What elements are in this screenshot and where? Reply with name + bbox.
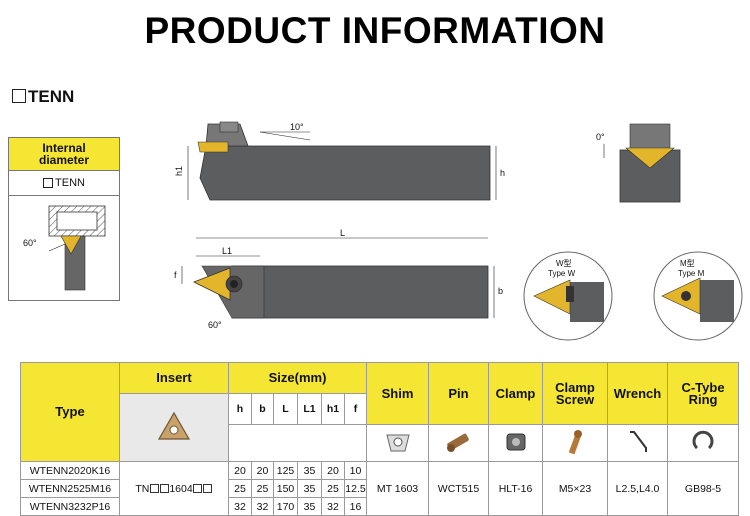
row3-h: 32 <box>228 497 252 516</box>
wrench-code: L2.5,L4.0 <box>607 461 669 516</box>
product-subtitle: TENN <box>12 87 74 107</box>
dimension-b-label: b <box>498 286 503 296</box>
ring-code: GB98-5 <box>667 461 740 516</box>
header-size: Size(mm) <box>227 362 368 394</box>
row2-h1: 25 <box>321 479 345 498</box>
insert-mid: 1604 <box>169 482 193 495</box>
row3-L: 170 <box>273 497 298 516</box>
subtitle-text: TENN <box>28 87 75 106</box>
ring-image <box>667 424 740 462</box>
square-symbol-icon <box>12 89 26 103</box>
tool-top-view: L L1 f b 60° <box>174 228 503 330</box>
type-m-cn-label: M型 <box>680 259 695 268</box>
category-heading: Internal diameter <box>9 138 119 171</box>
row2-L: 150 <box>273 479 298 498</box>
tool-end-view: 0° <box>596 123 681 203</box>
row3-L1: 35 <box>297 497 322 516</box>
approach-angle-label: 60° <box>208 320 222 330</box>
row2-L1: 35 <box>297 479 322 498</box>
clamp-icon <box>506 433 526 450</box>
end-angle-label: 0° <box>596 132 605 142</box>
dimension-h1-label: h1 <box>174 166 184 176</box>
pin-icon <box>446 433 469 452</box>
type-w-detail: W型 Type W <box>523 251 613 341</box>
header-clamp-screw-line2: Screw <box>555 391 595 407</box>
pin-image <box>428 424 490 462</box>
card-angle-label: 60° <box>23 238 37 248</box>
category-code: TENN <box>9 171 119 196</box>
dimension-h-label: h <box>500 168 505 178</box>
insert-code: TN 1604 <box>119 461 229 516</box>
header-insert: Insert <box>119 362 229 394</box>
clamp-screw-code: M5×23 <box>542 461 609 516</box>
screw-icon <box>568 429 583 454</box>
size-col-h1: h1 <box>321 393 345 425</box>
row1-type: WTENN2020K16 <box>20 461 120 480</box>
dimension-L1-label: L1 <box>222 246 232 256</box>
category-heading-line1: Internal <box>42 141 86 155</box>
clamp-code: HLT-16 <box>488 461 544 516</box>
type-m-label: Type M <box>678 269 705 278</box>
square-symbol-icon <box>43 178 54 188</box>
row2-b: 25 <box>251 479 274 498</box>
shim-code: MT 1603 <box>366 461 430 516</box>
category-card: Internal diameter TENN 60° <box>8 137 120 301</box>
rake-angle-label: 10° <box>290 122 304 132</box>
type-m-detail: M型 Type M <box>653 251 743 341</box>
row3-b: 32 <box>251 497 274 516</box>
dimension-L-label: L <box>340 228 345 238</box>
category-heading-line2: diameter <box>38 153 90 167</box>
row3-h1: 32 <box>321 497 345 516</box>
row2-type: WTENN2525M16 <box>20 479 120 498</box>
header-clamp-screw-line1: Clamp <box>555 379 595 395</box>
header-clamp-screw: Clamp Screw <box>542 362 609 425</box>
size-col-f: f <box>343 393 368 425</box>
header-wrench: Wrench <box>607 362 669 425</box>
shim-icon <box>385 434 410 451</box>
row1-b: 20 <box>251 461 274 480</box>
row3-f: 16 <box>343 497 368 516</box>
row2-f: 12.5 <box>343 479 368 498</box>
row2-h: 25 <box>228 479 252 498</box>
wrench-image <box>607 424 669 462</box>
header-type: Type <box>20 362 120 462</box>
size-col-L1: L1 <box>297 393 322 425</box>
header-clamp: Clamp <box>488 362 544 425</box>
c-ring-icon <box>692 430 714 449</box>
row3-type: WTENN3232P16 <box>20 497 120 516</box>
row1-h1: 20 <box>321 461 345 480</box>
triangle-insert-icon <box>157 411 191 440</box>
clamp-image <box>488 424 544 462</box>
page-title: PRODUCT INFORMATION <box>144 10 606 51</box>
size-col-b: b <box>251 393 274 425</box>
dimension-f-label: f <box>174 270 177 280</box>
hex-wrench-icon <box>629 430 647 452</box>
insert-image <box>119 393 229 462</box>
spec-table: Type Insert Size(mm) Shim Pin Clamp Clam… <box>20 362 740 516</box>
shim-image <box>366 424 430 462</box>
insert-prefix: TN <box>135 482 150 495</box>
internal-boring-diagram: 60° <box>23 205 106 291</box>
clamp-screw-image <box>542 424 609 462</box>
size-col-h: h <box>228 393 252 425</box>
row1-h: 20 <box>228 461 252 480</box>
header-ring-line2: Ring <box>688 391 718 407</box>
category-code-text: TENN <box>55 177 85 189</box>
row1-f: 10 <box>343 461 368 480</box>
type-w-label: Type W <box>548 269 576 278</box>
header-ring: C-Tybe Ring <box>667 362 740 425</box>
header-shim: Shim <box>366 362 430 425</box>
row1-L1: 35 <box>297 461 322 480</box>
type-w-cn-label: W型 <box>556 259 572 268</box>
header-pin: Pin <box>428 362 490 425</box>
row1-L: 125 <box>273 461 298 480</box>
size-col-L: L <box>273 393 298 425</box>
header-ring-line1: C-Tybe <box>681 379 725 395</box>
tool-side-view: 10° h1 h <box>174 121 505 201</box>
pin-code: WCT515 <box>428 461 490 516</box>
